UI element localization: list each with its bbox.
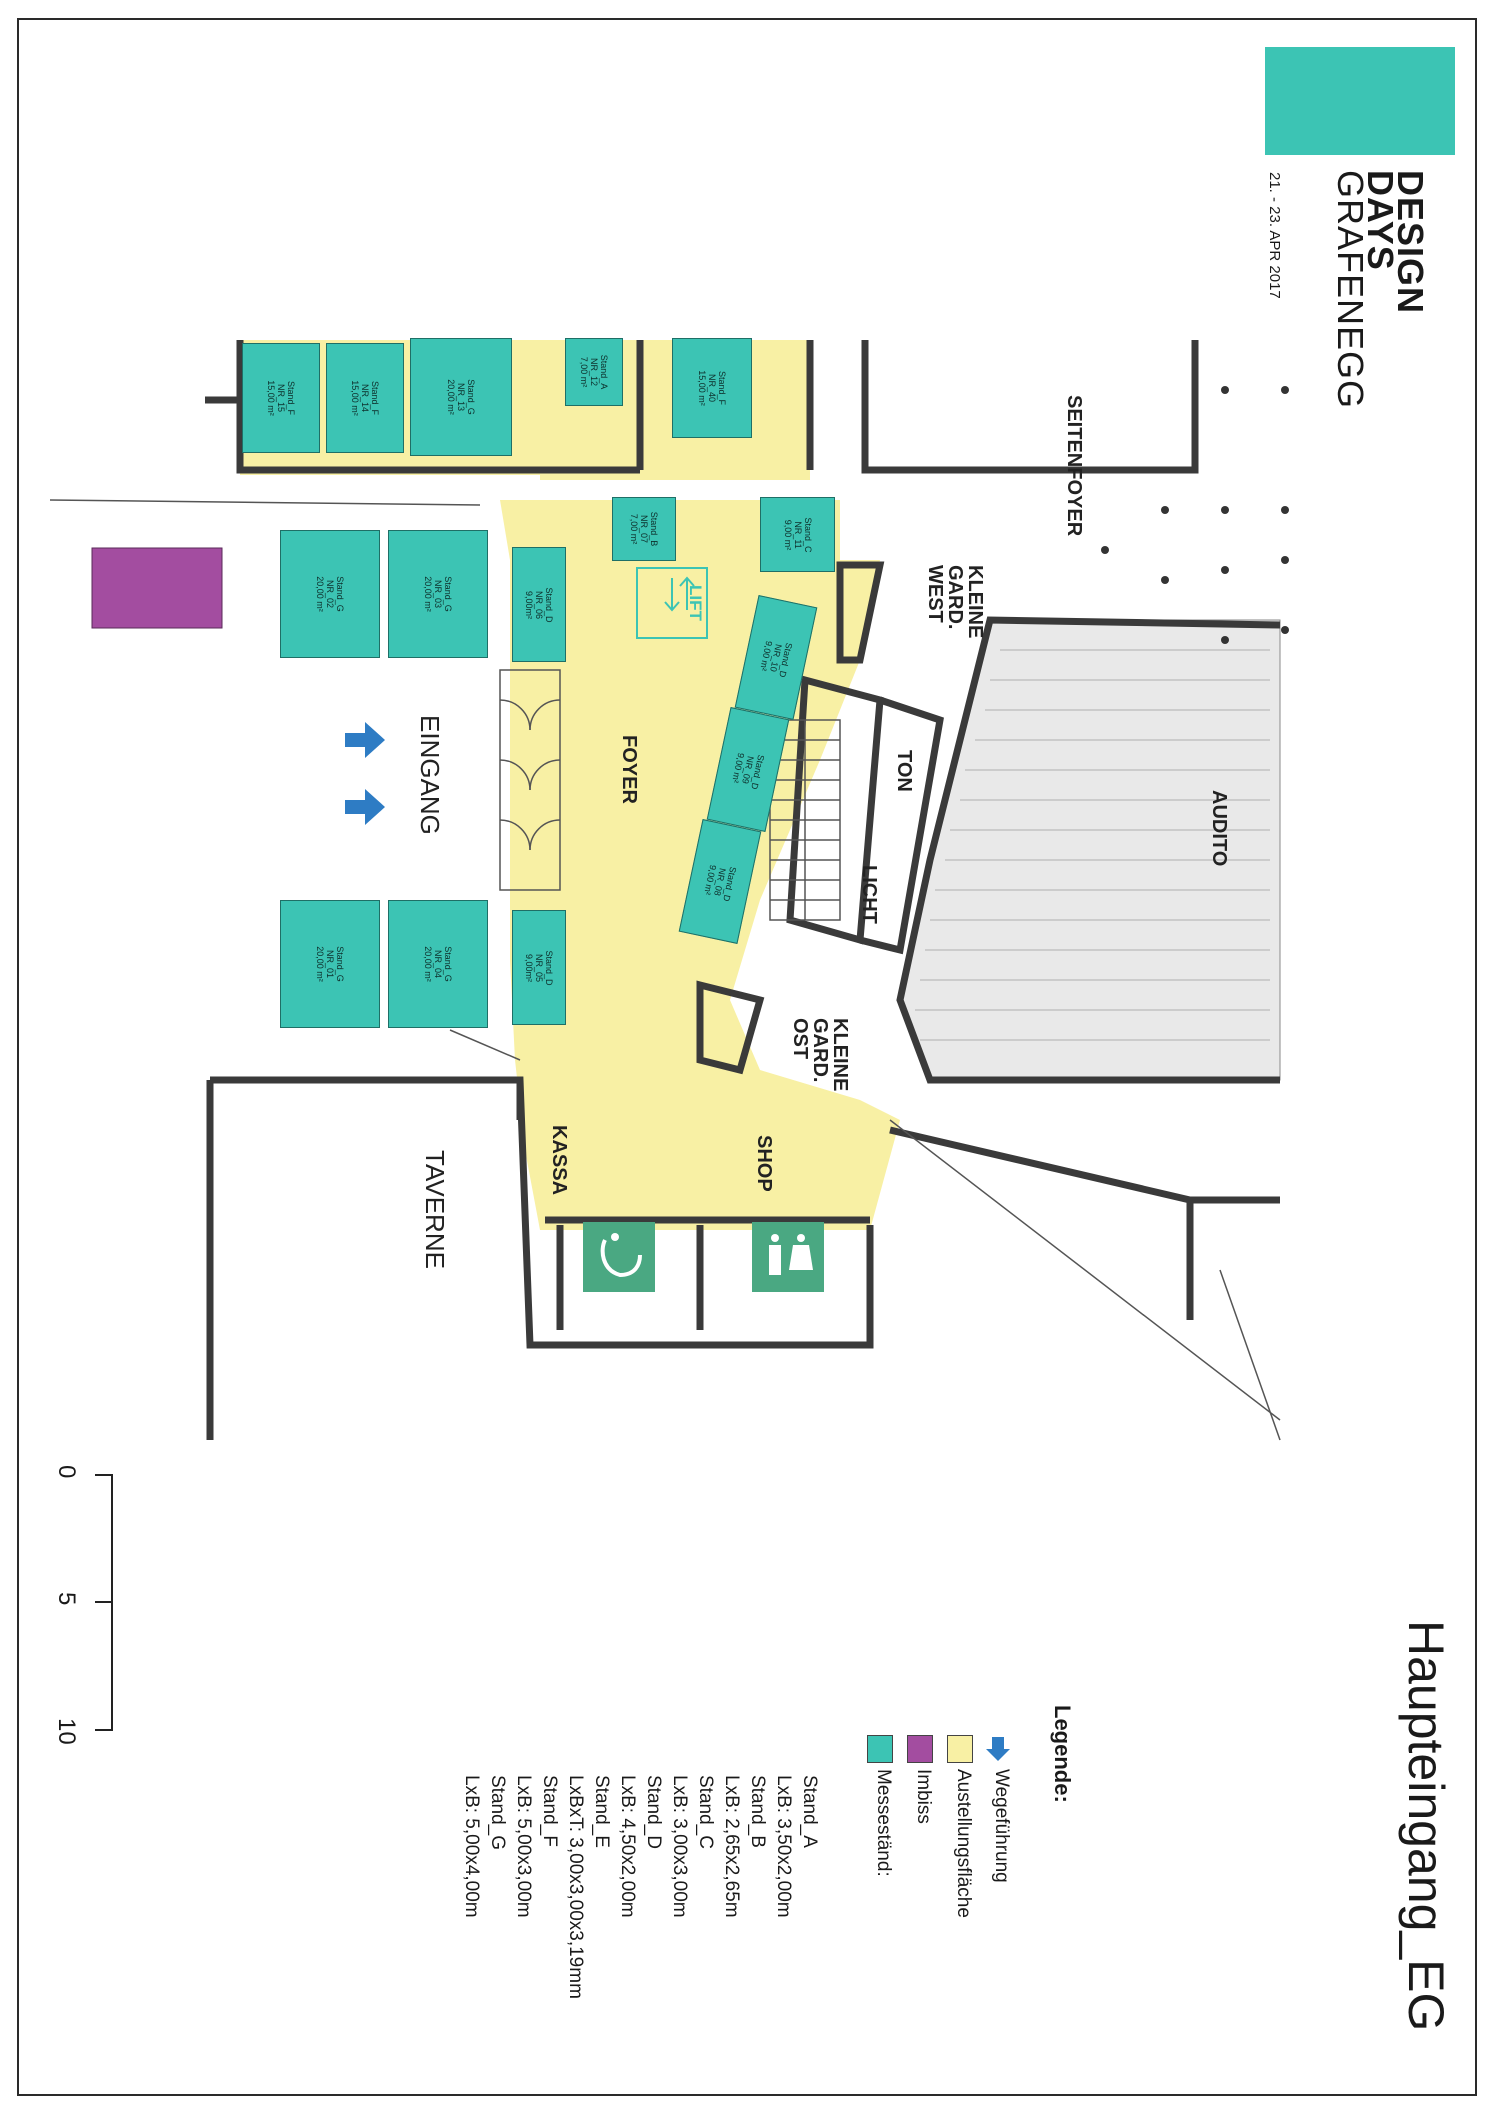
kassa-label: KASSA xyxy=(548,1125,570,1196)
spec-line: Stand_F xyxy=(539,1775,560,1847)
wheelchair-icon xyxy=(600,1239,642,1278)
lift-sign-frame xyxy=(636,567,708,639)
restroom-sign xyxy=(752,1222,824,1292)
spec-line: LxB: 5,00x4,00m xyxy=(461,1775,482,1918)
gard-ost-line-1: KLEINE xyxy=(829,1018,851,1092)
restroom-icon xyxy=(769,1234,813,1275)
legend-heading: Legende: xyxy=(1050,1705,1075,1803)
spec-line: LxB: 3,50x2,00m xyxy=(773,1775,794,1918)
legend-item-wegefuehrung: Wegeführung xyxy=(985,1735,1012,1883)
legend-label: Austellungsfläche xyxy=(953,1769,974,1918)
seitenfoyer-label: SEITENFOYER xyxy=(1063,395,1085,537)
page-frame xyxy=(17,18,1477,2096)
spec-line: LxB: 2,65x2,65m xyxy=(721,1775,742,1918)
spec-line: LxB: 3,00x3,00m xyxy=(669,1775,690,1918)
gard-west-line-3: WEST xyxy=(924,565,946,623)
legend-label: Imbiss xyxy=(913,1769,934,1824)
lift-label: LIFT xyxy=(686,585,705,621)
gard-ost-line-2: GARD. xyxy=(809,1018,831,1083)
staircase xyxy=(769,719,841,921)
entrance-arrows xyxy=(345,722,385,825)
ton-label: TON xyxy=(893,750,915,792)
kleine-garderobe-ost-label: KLEINE GARD. OST xyxy=(789,1018,851,1092)
spec-line: Stand_D xyxy=(643,1775,664,1849)
entrance-door-swings xyxy=(499,699,561,851)
booth-swatch xyxy=(867,1735,893,1763)
kleine-garderobe-west-label: KLEINE GARD. WEST xyxy=(924,565,986,639)
arrow-icon xyxy=(345,789,385,825)
lift-arrows-icon xyxy=(664,576,695,612)
scale-label-5: 5 xyxy=(53,1592,80,1606)
shop-label: SHOP xyxy=(753,1135,775,1192)
scale-label-10: 10 xyxy=(53,1718,80,1745)
foyer-label: FOYER xyxy=(618,735,640,804)
spec-line: LxBxT: 3,00x3,00x3,19mm xyxy=(565,1775,586,1999)
wheelchair-head-icon xyxy=(611,1233,619,1241)
accessible-wc-sign xyxy=(583,1222,655,1292)
spec-line: LxB: 4,50x2,00m xyxy=(617,1775,638,1918)
eingang-label: EINGANG xyxy=(415,715,445,835)
arrow-icon xyxy=(345,722,385,758)
legend-label: Messeständ: xyxy=(873,1769,894,1877)
brand-logo-square xyxy=(1265,47,1455,155)
arrow-icon xyxy=(986,1737,1010,1761)
licht-label: LICHT xyxy=(858,865,880,924)
kassa-area xyxy=(540,1120,575,1220)
seat-rows xyxy=(915,649,1270,1041)
gard-west-line-1: KLEINE xyxy=(964,565,986,639)
spec-line: Stand_C xyxy=(695,1775,716,1849)
spec-line: Stand_E xyxy=(591,1775,612,1848)
spec-line: LxB: 5,00x3,00m xyxy=(513,1775,534,1918)
legend-label: Wegeführung xyxy=(991,1769,1012,1883)
imbiss-swatch xyxy=(907,1735,933,1763)
scale-label-0: 0 xyxy=(53,1465,80,1479)
gard-west-line-2: GARD. xyxy=(944,565,966,630)
terrace-columns xyxy=(1101,386,1289,644)
booth-spec-list: Stand_A LxB: 3,50x2,00m Stand_B LxB: 2,6… xyxy=(458,1775,822,1999)
spec-line: Stand_B xyxy=(747,1775,768,1848)
auditorium-label: AUDITO xyxy=(1208,790,1230,867)
spec-line: Stand_G xyxy=(487,1775,508,1850)
scale-bar xyxy=(95,1474,113,1731)
entrance-door-frame xyxy=(499,669,561,891)
spec-line: Stand_A xyxy=(799,1775,820,1848)
exhibition-swatch xyxy=(947,1735,973,1763)
imbiss-area xyxy=(91,547,223,629)
gard-ost-line-3: OST xyxy=(789,1018,811,1060)
taverne-label: TAVERNE xyxy=(420,1150,450,1269)
page-title: Haupteingang_EG xyxy=(1398,1620,1454,2032)
